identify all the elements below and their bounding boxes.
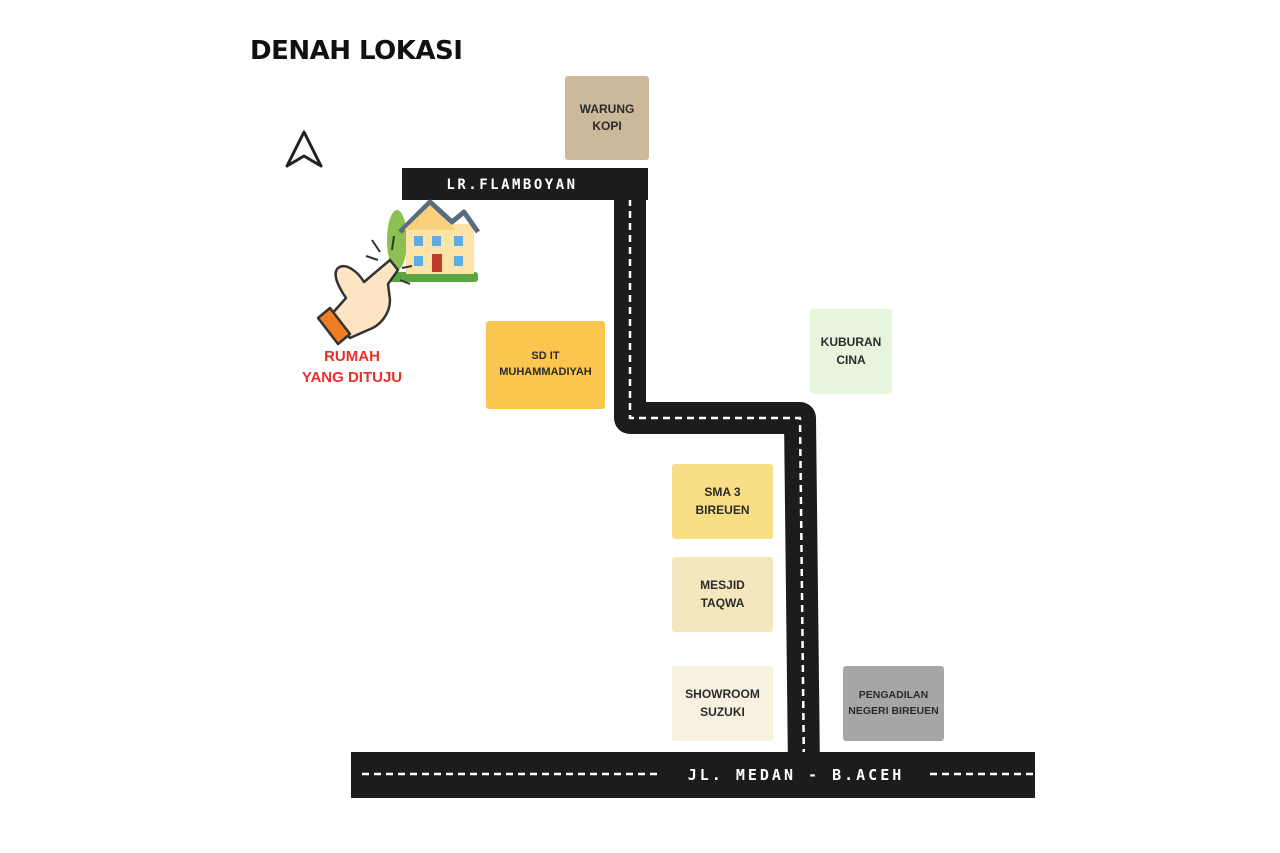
map-title: DENAH LOKASI (250, 36, 463, 66)
pengadilan-line2: NEGERI BIREUEN (848, 704, 939, 717)
landmark-sma3-bireuen: SMA 3 BIREUEN (672, 464, 773, 539)
road-lr-flamboyan: LR.FLAMBOYAN (402, 168, 648, 200)
destination-line1: RUMAH (324, 348, 380, 365)
showroom-line2: SUZUKI (700, 704, 745, 719)
kuburan-line2: CINA (836, 352, 866, 367)
sdit-line2: MUHAMMADIYAH (499, 366, 592, 378)
destination-label: RUMAH YANG DITUJU (262, 346, 442, 388)
road-jl-medan-baceh: JL. MEDAN - B.ACEH (351, 752, 1035, 798)
sma-line1: SMA 3 (704, 485, 741, 500)
landmark-mesjid-taqwa: MESJID TAQWA (672, 557, 773, 632)
house-icon (387, 199, 481, 282)
pengadilan-line1: PENGADILAN (858, 689, 929, 702)
north-arrow-icon (285, 130, 323, 168)
landmark-showroom-suzuki: SHOWROOM SUZUKI (672, 666, 773, 741)
landmark-kuburan-cina: KUBURAN CINA (810, 309, 892, 394)
pointing-hand-icon (316, 235, 413, 346)
sdit-line1: SD IT (531, 350, 560, 363)
road-label-medan-baceh: JL. MEDAN - B.ACEH (688, 766, 905, 784)
connecting-road (614, 187, 820, 771)
landmark-pengadilan-negeri: PENGADILAN NEGERI BIREUEN (843, 666, 944, 741)
landmark-warung-kopi: WARUNG KOPI (565, 76, 649, 160)
mesjid-line1: MESJID (700, 578, 745, 593)
warung-line2: KOPI (592, 119, 622, 133)
road-label-flamboyan: LR.FLAMBOYAN (446, 177, 577, 193)
sma-line2: BIREUEN (695, 502, 750, 517)
kuburan-line1: KUBURAN (820, 335, 882, 350)
landmark-sdit-muhammadiyah: SD IT MUHAMMADIYAH (486, 321, 605, 409)
mesjid-line2: TAQWA (700, 595, 745, 610)
destination-line2: YANG DITUJU (301, 369, 403, 386)
showroom-line1: SHOWROOM (685, 687, 760, 702)
warung-line1: WARUNG (579, 101, 635, 116)
